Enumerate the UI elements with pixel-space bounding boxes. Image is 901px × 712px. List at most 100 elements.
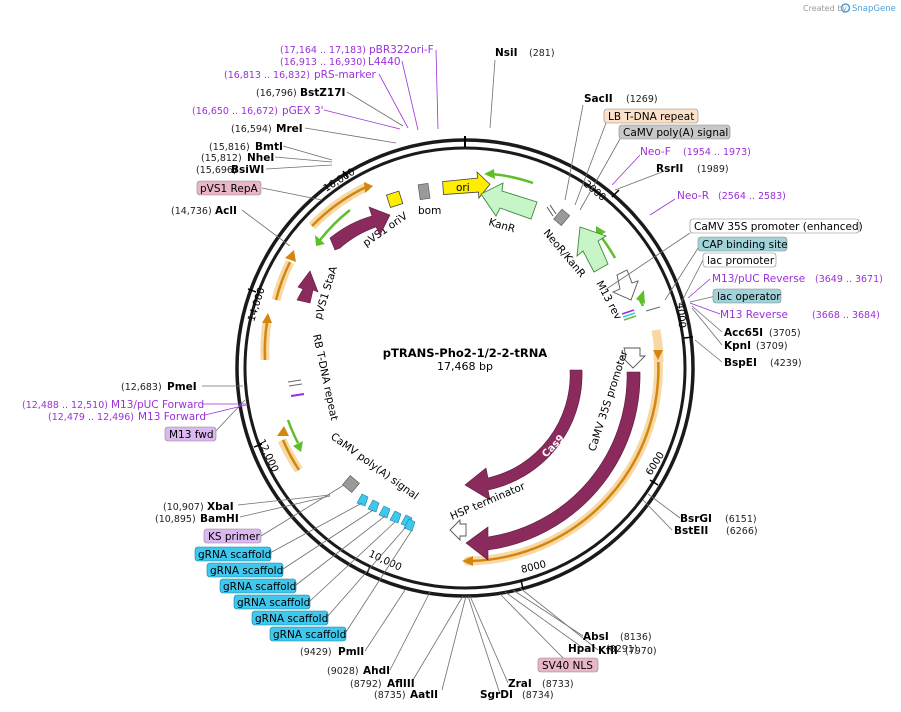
- site-absi[interactable]: AbsI (8136): [583, 631, 652, 643]
- site-aatii[interactable]: (8735) AatII: [374, 689, 438, 701]
- badge-grna-5[interactable]: gRNA scaffold: [251, 610, 329, 626]
- site-kpni[interactable]: KpnI (3709): [724, 340, 788, 352]
- tick-mark-14000: [247, 288, 257, 293]
- badge-cap-binding-label: CAP binding site: [702, 239, 788, 251]
- site-bmti-pos: (15,816): [209, 142, 250, 153]
- site-hpai-name: HpaI: [568, 643, 595, 655]
- badge-camv35s-enhanced[interactable]: CaMV 35S promoter (enhanced): [689, 218, 863, 234]
- lead-lb-tdna: [574, 122, 607, 206]
- site-acli[interactable]: (14,736) AclI: [171, 205, 237, 217]
- feature-m13-rev[interactable]: M13 rev: [593, 269, 661, 322]
- feature-cas9-inner[interactable]: Cas9: [464, 369, 583, 501]
- badge-pvs1-repa[interactable]: pVS1 RepA: [196, 180, 262, 196]
- rb-grey-mark-1: [287, 379, 302, 383]
- feature-pvs1-repa-arrow[interactable]: [329, 206, 391, 251]
- site-afliii[interactable]: (8792) AflIII: [350, 678, 415, 690]
- rb-grey-mark-2: [288, 383, 303, 387]
- primer-neo-f[interactable]: Neo-F (1954 .. 1973): [640, 146, 751, 158]
- badge-lac-operator[interactable]: lac operator: [712, 288, 781, 304]
- badge-camv-polya-top[interactable]: CaMV poly(A) signal: [618, 124, 731, 140]
- badge-m13-fwd[interactable]: M13 fwd: [164, 426, 217, 442]
- badge-camv-polya-bg: [618, 124, 731, 140]
- site-rsrii[interactable]: RsrII (1989): [656, 163, 729, 175]
- primer-m13puc-reverse[interactable]: M13/pUC Reverse (3649 .. 3671): [712, 273, 883, 285]
- site-bamhi-name: BamHI: [200, 513, 239, 525]
- primer-m13puc-forward[interactable]: (12,488 .. 12,510) M13/pUC Forward: [22, 399, 204, 411]
- site-aatii-pos: (8735): [374, 690, 406, 701]
- lead-bspei: [694, 339, 723, 363]
- primer-l4440[interactable]: (16,913 .. 16,930) L4440: [280, 56, 401, 68]
- lead-bamhi: [239, 495, 331, 518]
- site-bspei[interactable]: BspEI (4239): [724, 357, 802, 369]
- site-pmei[interactable]: (12,683) PmeI: [121, 381, 197, 393]
- site-bspei-pos: (4239): [770, 358, 802, 369]
- feature-ori[interactable]: ori: [442, 171, 491, 200]
- primer-pbr322ori-f-pos: (17,164 .. 17,183): [280, 45, 366, 56]
- feature-kanr[interactable]: KanR: [480, 182, 538, 235]
- badge-sv40-nls[interactable]: SV40 NLS: [537, 657, 599, 673]
- primer-pbr322ori-f[interactable]: (17,164 .. 17,183) pBR322ori-F: [280, 44, 434, 56]
- badge-grna-6-label: gRNA scaffold: [273, 629, 346, 641]
- gRNA-scaffold-arrows: [356, 493, 416, 532]
- site-bstz17i[interactable]: (16,796) BstZ17I: [256, 87, 345, 99]
- badge-lb-tdna[interactable]: LB T-DNA repeat: [603, 108, 699, 124]
- badge-grna-6[interactable]: gRNA scaffold: [269, 626, 347, 642]
- site-bsrgi[interactable]: BsrGI (6151): [680, 513, 757, 525]
- primer-m13puc-reverse-pos: (3649 .. 3671): [815, 274, 883, 285]
- badge-ks-primer[interactable]: KS primer: [203, 528, 262, 544]
- feature-pvs1-staa[interactable]: pVS1 StaA: [296, 264, 340, 321]
- backbone-inner-ring: [243, 146, 687, 590]
- site-zrai-name: ZraI: [508, 678, 532, 690]
- tick-mark-8000: [520, 579, 524, 590]
- lead-l4440: [401, 60, 419, 131]
- feature-rb-tdna[interactable]: RB T-DNA repeat: [287, 333, 340, 421]
- site-bmti[interactable]: (15,816) BmtI: [209, 141, 283, 153]
- feature-camv-polya-bottom[interactable]: CaMV poly(A) signal: [328, 431, 420, 503]
- site-pmei-pos: (12,683): [121, 382, 162, 393]
- site-absi-pos: (8136): [620, 632, 652, 643]
- badge-grna-2[interactable]: gRNA scaffold: [206, 562, 284, 578]
- primer-prs-marker[interactable]: (16,813 .. 16,832) pRS-marker: [224, 69, 377, 81]
- lead-grna-4: [309, 521, 396, 602]
- orf-small-right-halo: [651, 329, 664, 363]
- site-nsii[interactable]: NsiI (281): [495, 47, 555, 59]
- site-bsteii[interactable]: BstEII (6266): [674, 525, 758, 537]
- pvs1-staa-label: pVS1 StaA: [312, 264, 340, 321]
- created-by-text: Created by: [803, 4, 847, 13]
- badge-grna-4[interactable]: gRNA scaffold: [233, 594, 311, 610]
- lead-absi: [512, 589, 584, 637]
- site-bamhi-pos: (10,895): [155, 514, 196, 525]
- lead-grna-2: [282, 509, 374, 570]
- site-kfli[interactable]: KflI (7970): [598, 645, 657, 657]
- badge-grna-3[interactable]: gRNA scaffold: [219, 578, 297, 594]
- leader-lines: [202, 49, 723, 695]
- green-orf-arrows: [286, 169, 645, 452]
- badge-lac-promoter[interactable]: lac promoter: [702, 252, 777, 268]
- site-ahdi[interactable]: (9028) AhdI: [327, 665, 390, 677]
- site-bsiwi[interactable]: (15,696) BsiWI: [196, 164, 264, 176]
- lead-bmti: [282, 145, 333, 161]
- site-pmli[interactable]: (9429) PmlI: [300, 646, 364, 658]
- plasmid-name: pTRANS-Pho2-1/2-2-tRNA: [383, 346, 548, 360]
- badge-grna-1[interactable]: gRNA scaffold: [194, 546, 272, 562]
- lead-camv35s-enh: [604, 232, 691, 291]
- primer-m13-forward[interactable]: (12,479 .. 12,496) M13 Forward: [48, 411, 206, 423]
- site-hpai[interactable]: HpaI (8291): [568, 643, 638, 655]
- site-sgrdi[interactable]: SgrDI (8734): [480, 689, 554, 701]
- badge-cap-binding[interactable]: CAP binding site: [697, 236, 788, 252]
- site-bamhi[interactable]: (10,895) BamHI: [155, 513, 239, 525]
- site-sacii[interactable]: SacII (1269): [584, 93, 658, 105]
- site-nhei[interactable]: (15,812) NheI: [201, 152, 274, 164]
- feature-bom[interactable]: bom: [417, 183, 441, 217]
- tick-mark-6000: [649, 479, 659, 486]
- site-mrei[interactable]: (16,594) MreI: [231, 123, 303, 135]
- feature-neor-kanr[interactable]: NeoR/KanR: [541, 204, 609, 280]
- site-bsrgi-name: BsrGI: [680, 513, 712, 525]
- primer-m13-reverse[interactable]: M13 Reverse (3668 .. 3684): [720, 309, 880, 321]
- site-zrai[interactable]: ZraI (8733): [508, 678, 574, 690]
- lead-camv-polya-top: [579, 138, 621, 211]
- primer-pgex3[interactable]: (16,650 .. 16,672) pGEX 3': [192, 105, 324, 117]
- site-acc65i[interactable]: Acc65I (3705): [724, 327, 801, 339]
- site-xbai[interactable]: (10,907) XbaI: [163, 501, 234, 513]
- primer-neo-r[interactable]: Neo-R (2564 .. 2583): [677, 190, 786, 202]
